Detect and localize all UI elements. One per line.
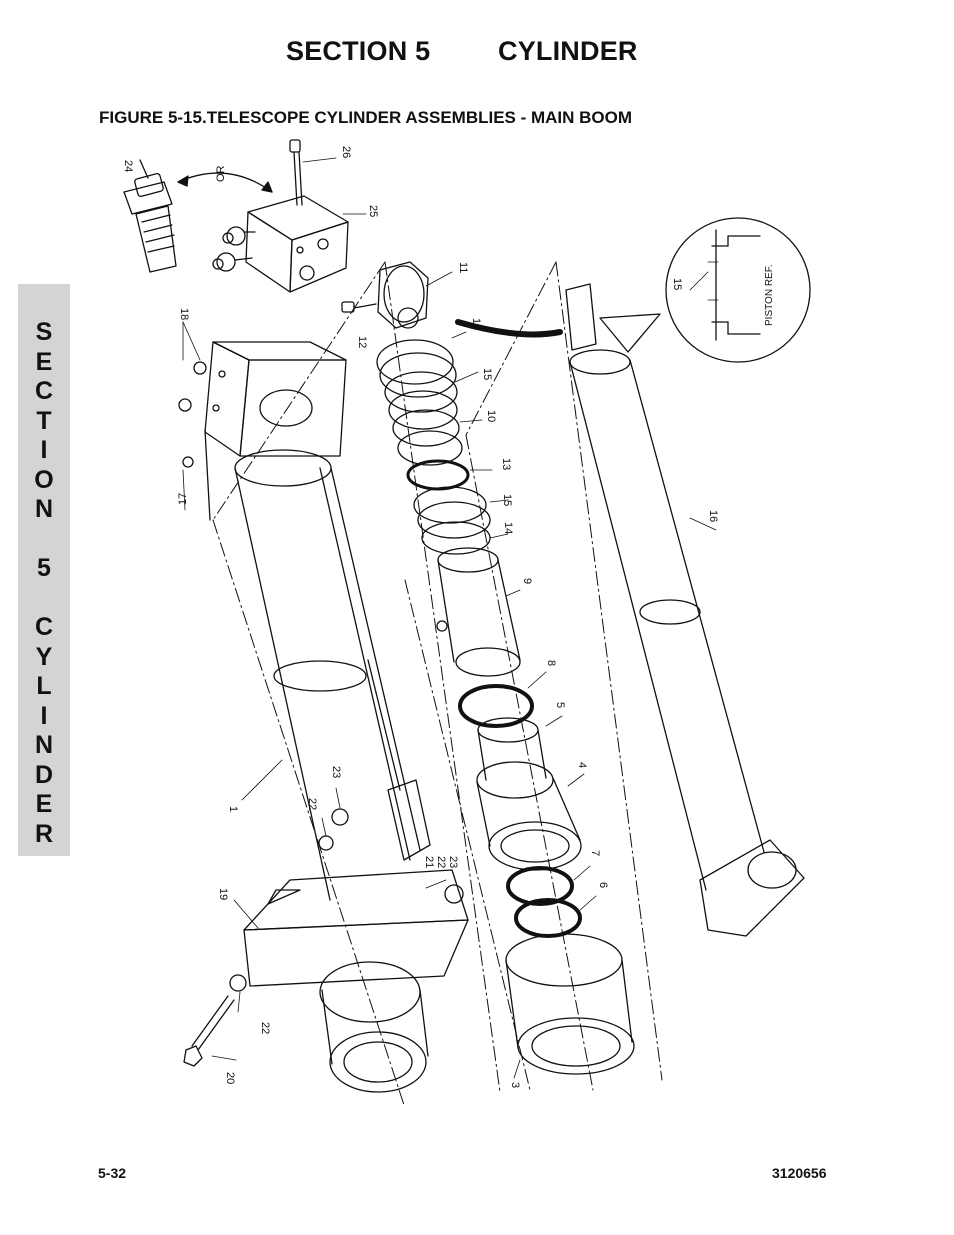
side-tab-letter: S xyxy=(35,318,53,346)
figure-title: FIGURE 5-15.TELESCOPE CYLINDER ASSEMBLIE… xyxy=(99,108,633,127)
callout: 7 xyxy=(589,850,601,856)
callout-labels: 24 26 OR 25 11 12 18 17 14 15 10 13 15 1… xyxy=(122,146,775,1088)
callout: 12 xyxy=(356,336,368,348)
callout-leaders xyxy=(182,271,709,1079)
callout: 17 xyxy=(177,493,189,505)
detail-arrow xyxy=(455,313,661,353)
callout: 18 xyxy=(178,308,190,320)
page-header: SECTION 5 CYLINDER xyxy=(286,36,638,67)
callout: 8 xyxy=(545,660,557,666)
callout: 15 xyxy=(671,278,683,290)
callout: 15 xyxy=(481,368,493,380)
mount-base-plate xyxy=(178,341,347,521)
side-tab-letters: S E C T I O N 5 C Y L I N D E R xyxy=(18,318,70,849)
side-tab-letter: N xyxy=(34,731,54,759)
cylinder-head xyxy=(476,717,582,871)
callout: 19 xyxy=(217,888,229,900)
side-tab-letter: N xyxy=(34,495,54,523)
callout: 22 xyxy=(435,856,447,868)
section-side-tab: S E C T I O N 5 C Y L I N D E R xyxy=(18,284,70,856)
callout: 23 xyxy=(330,766,342,778)
side-tab-letter: D xyxy=(34,760,54,789)
callout: 15 xyxy=(501,494,513,506)
piston-nut xyxy=(341,261,453,329)
callout: 1 xyxy=(227,806,239,812)
callout: 11 xyxy=(457,262,469,273)
side-tab-letter: L xyxy=(36,672,52,700)
side-tab-letter: I xyxy=(40,436,48,464)
callout: 21 xyxy=(423,856,435,868)
side-tab-letter: Y xyxy=(35,642,53,671)
seals xyxy=(506,866,582,938)
valve-block xyxy=(212,195,367,293)
o-ring xyxy=(458,684,534,728)
callout: 25 xyxy=(367,205,379,217)
callout: 16 xyxy=(707,510,719,522)
callout: 3 xyxy=(509,1082,521,1088)
section-number: SECTION 5 xyxy=(286,36,431,66)
piston-stack xyxy=(376,339,491,555)
callout: 5 xyxy=(554,702,566,708)
side-tab-letter: R xyxy=(34,819,54,848)
or-label: OR xyxy=(215,165,227,182)
callout: 13 xyxy=(500,458,512,470)
callout: 23 xyxy=(447,856,459,868)
side-tab-letter: T xyxy=(36,406,52,435)
callout: 10 xyxy=(485,410,497,422)
callout: 22 xyxy=(259,1022,271,1034)
side-tab-letter: 5 xyxy=(37,554,51,582)
page-number: 5-32 xyxy=(98,1165,127,1181)
callout: 26 xyxy=(340,146,352,158)
section-title: CYLINDER xyxy=(498,36,638,66)
callout: 24 xyxy=(122,160,134,172)
side-tab-letter: C xyxy=(34,613,54,641)
callout: 6 xyxy=(597,882,609,888)
callout: 4 xyxy=(576,762,588,768)
piston-ref-label: PISTON REF. xyxy=(764,265,775,327)
document-number: 3120656 xyxy=(772,1165,827,1181)
callout: 14 xyxy=(502,522,514,534)
bolt-26 xyxy=(289,139,337,206)
holding-valve-cartridge xyxy=(123,159,177,273)
callout: 14 xyxy=(470,318,482,330)
assembly-centerlines xyxy=(212,261,663,1106)
callout: 9 xyxy=(521,578,533,584)
callout: 22 xyxy=(306,798,318,810)
side-tab-letter: O xyxy=(34,465,54,494)
or-arrow xyxy=(177,172,273,193)
callout: 20 xyxy=(224,1072,236,1084)
side-tab-letter: I xyxy=(40,701,48,730)
trunnion-block xyxy=(243,808,469,1093)
cylinder-barrel xyxy=(234,449,431,901)
cylinder-rod xyxy=(565,283,805,937)
side-tab-letter: E xyxy=(35,790,53,818)
side-tab-letter: C xyxy=(34,377,54,405)
side-tab-letter: E xyxy=(35,347,53,376)
bolt-20 xyxy=(183,974,247,1067)
head-nut xyxy=(505,933,635,1075)
spacer-tube xyxy=(436,547,521,677)
piston-reference-detail xyxy=(665,217,811,363)
